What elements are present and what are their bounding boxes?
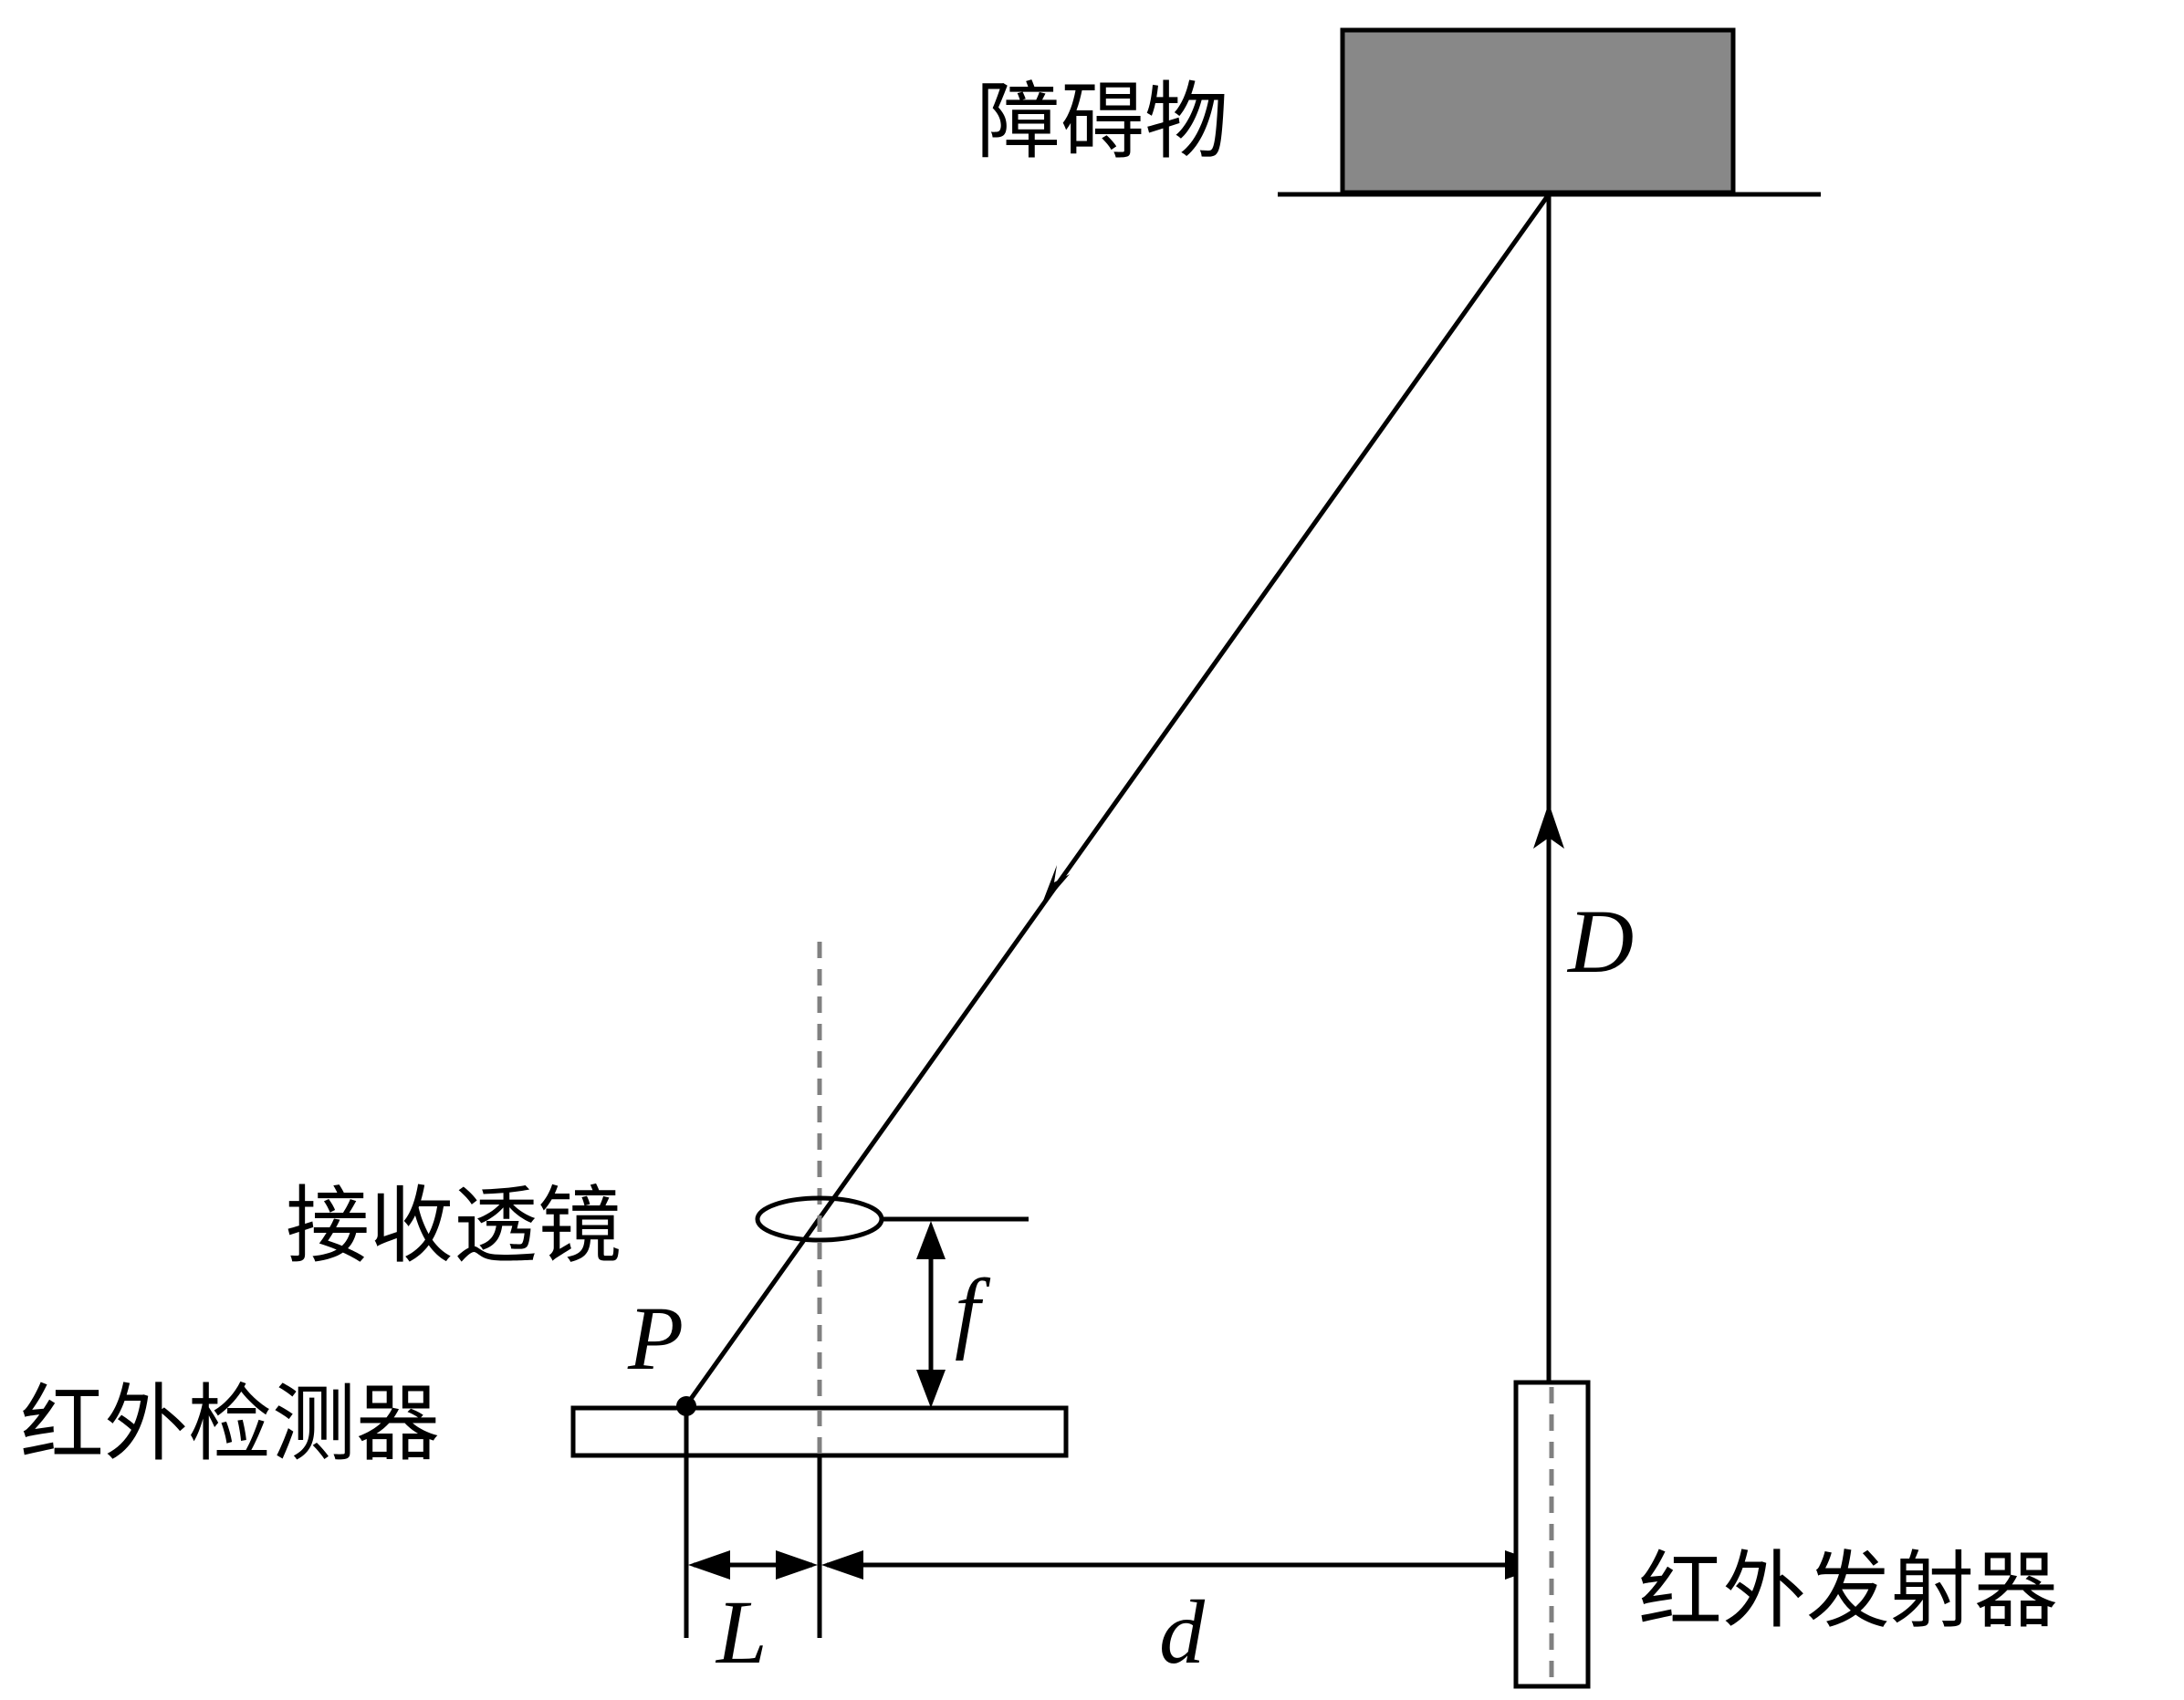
receiving-lens-label: 接收透镜 xyxy=(286,1177,622,1275)
emitted-ray-arrowhead xyxy=(1533,803,1564,849)
distance-D-label: D xyxy=(1566,891,1634,992)
offset-L-label: L xyxy=(715,1581,768,1683)
point-P-label: P xyxy=(627,1288,684,1389)
reflected-ray xyxy=(684,193,1552,1407)
baseline-d-label: d xyxy=(1159,1581,1206,1683)
focal-length-f-label: f xyxy=(955,1260,991,1361)
offset-L-arrowhead-left xyxy=(688,1550,730,1580)
ir-emitter-label: 红外发射器 xyxy=(1638,1542,2058,1640)
focal-arrowhead-bottom xyxy=(916,1370,946,1408)
offset-L-arrowhead-right xyxy=(776,1550,818,1580)
reflected-ray-arrowhead xyxy=(1040,865,1070,908)
obstacle-block xyxy=(1340,27,1736,195)
obstacle-label: 障碍物 xyxy=(977,73,1228,171)
ir-detector-label: 红外检测器 xyxy=(20,1375,440,1473)
baseline-d-arrowhead-left xyxy=(821,1550,863,1580)
focal-arrowhead-top xyxy=(916,1221,946,1259)
